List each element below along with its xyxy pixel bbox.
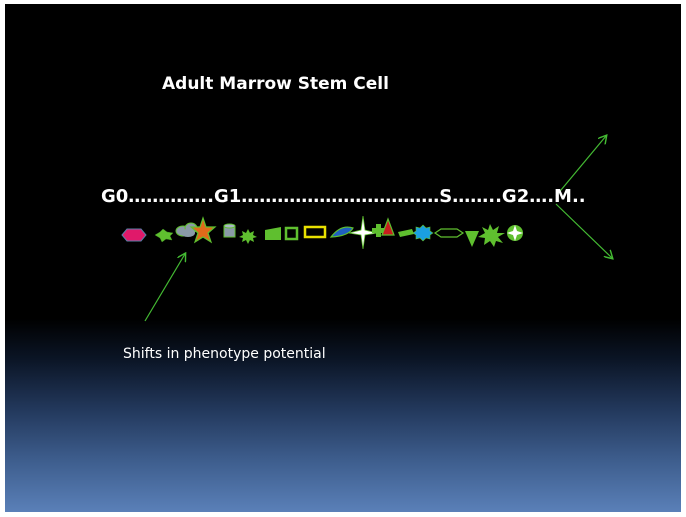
green-burst-icon: [239, 229, 257, 244]
arrow-icon: [144, 254, 185, 322]
arrow-icon: [555, 136, 606, 197]
arrow-icon: [555, 203, 612, 258]
white-cross-icon: [507, 225, 523, 241]
diagram-canvas: [121, 4, 681, 322]
annotation-text: Shifts in phenotype potential: [123, 346, 326, 362]
blue-moon-icon: [329, 226, 354, 238]
orange-star-icon: [189, 216, 217, 244]
white-sparkle-icon: [348, 215, 378, 250]
green-square-outline-icon: [284, 226, 299, 241]
green-splat-icon: [154, 228, 174, 243]
green-trapezoid-icon: [265, 227, 281, 240]
green-hexagon-outline-icon: [433, 228, 465, 238]
green-explosion-icon: [478, 224, 505, 247]
cyan-seal-icon: [412, 224, 434, 242]
yellow-rectangle-outline-icon: [303, 225, 327, 239]
red-triangle-icon: [381, 217, 395, 236]
green-plus-icon: [372, 224, 385, 237]
gray-cylinder-icon: [223, 223, 236, 238]
slide-title: Adult Marrow Stem Cell: [162, 74, 389, 94]
cell-cycle-phase-line: G0…………..G1……………………………S……..G2….M..: [101, 186, 586, 207]
pink-hexagon-icon: [121, 228, 147, 242]
green-bar-icon: [398, 229, 414, 237]
slide: Adult Marrow Stem Cell G0…………..G1……………………: [5, 4, 681, 512]
green-down-triangle-icon: [465, 231, 479, 247]
